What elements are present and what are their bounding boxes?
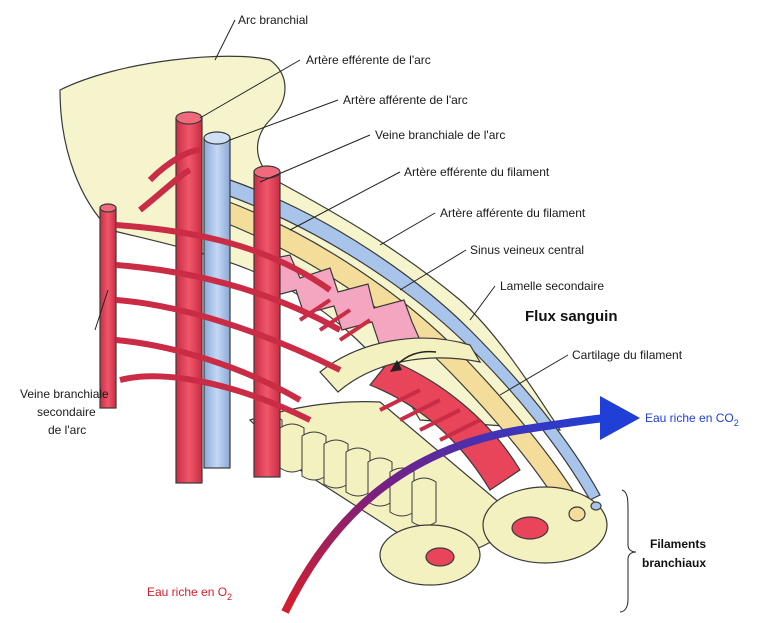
arc-vein-top (204, 132, 230, 144)
label-flux-sanguin: Flux sanguin (525, 308, 618, 325)
label-artere-efferente-filament: Artère efférente du filament (404, 165, 550, 179)
label-veine-secondaire-line1: Veine branchiale (20, 387, 109, 401)
label-veine-secondaire-line3: de l'arc (48, 423, 86, 437)
label-filaments: Filaments (650, 537, 706, 551)
label-branchiaux: branchiaux (642, 556, 706, 570)
label-eau-o2: Eau riche en O2 (147, 585, 232, 602)
arc-afferent-artery (254, 172, 280, 477)
label-cartilage-filament: Cartilage du filament (572, 348, 683, 362)
label-artere-efferente-arc: Artère efférente de l'arc (306, 53, 431, 67)
arc-vein (204, 138, 230, 468)
label-lamelle-secondaire: Lamelle secondaire (500, 279, 604, 293)
cross-section-artery-2 (512, 517, 548, 539)
label-veine-secondaire-line2: secondaire (37, 405, 96, 419)
label-veine-branchiale-arc: Veine branchiale de l'arc (375, 128, 505, 142)
water-flow-arrowhead (600, 396, 640, 440)
arc-efferent-artery-top (176, 112, 202, 124)
cross-section-artery-1 (426, 548, 454, 566)
label-arc-branchial: Arc branchial (238, 13, 308, 27)
label-artere-afferente-filament: Artère afférente du filament (440, 206, 586, 220)
cross-section-vein (591, 502, 601, 510)
label-eau-co2: Eau riche en CO2 (645, 411, 739, 428)
cross-section-cartilage (569, 507, 585, 521)
arc-afferent-artery-top (254, 166, 280, 178)
label-sinus-veineux-central: Sinus veineux central (470, 243, 584, 257)
filaments-bracket (620, 490, 636, 612)
label-artere-afferente-arc: Artère afférente de l'arc (343, 93, 468, 107)
secondary-arc-vein-top (100, 204, 116, 212)
